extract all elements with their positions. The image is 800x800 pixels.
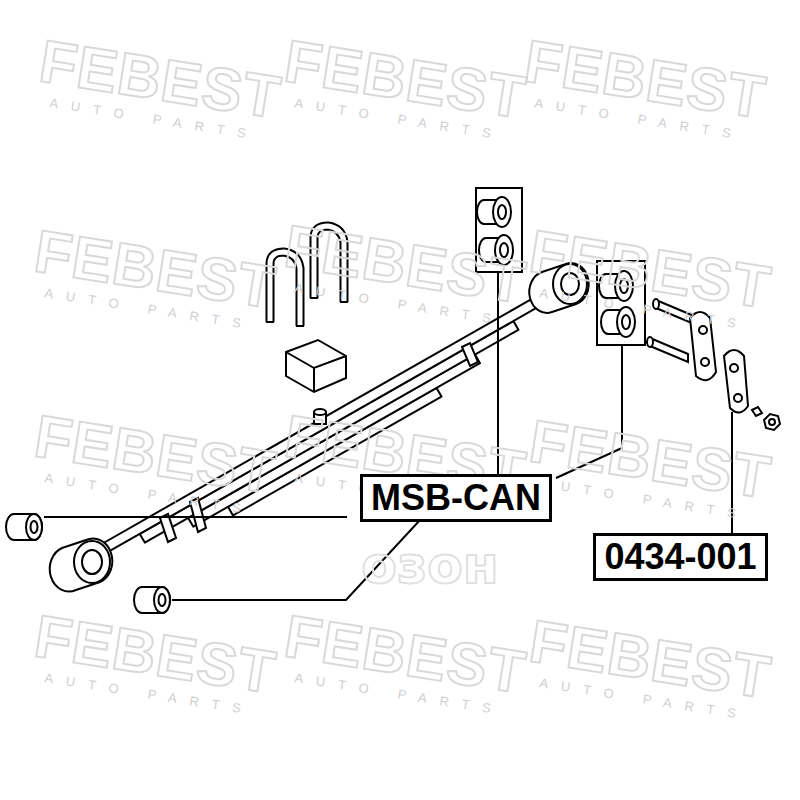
watermark-logo: FEBEST xyxy=(35,29,285,130)
watermark-subtitle: AUTO PARTS xyxy=(523,283,765,337)
watermark-logo: FEBEST xyxy=(280,604,530,705)
watermark-subtitle: AUTO PARTS xyxy=(28,283,270,337)
watermark-logo: FEBEST xyxy=(280,29,530,130)
watermark-logo: FEBEST xyxy=(280,214,530,315)
shackle-assembly xyxy=(647,299,780,430)
watermark-subtitle: AUTO PARTS xyxy=(523,673,765,727)
watermark-subtitle: AUTO PARTS xyxy=(523,473,765,527)
watermark-group: FEBESTAUTO PARTS xyxy=(518,29,770,146)
watermark-logo: FEBEST xyxy=(30,404,280,505)
center-bolt xyxy=(314,409,326,424)
watermark-subtitle: AUTO PARTS xyxy=(33,93,275,147)
watermark-group: FEBESTAUTO PARTS xyxy=(33,29,285,146)
watermark-logo: FEBEST xyxy=(525,609,775,710)
spring-pad xyxy=(286,340,346,392)
spring-eye-rear xyxy=(529,263,588,313)
part-number-box: MSB-CAN xyxy=(360,474,552,522)
part-number: MSB-CAN xyxy=(371,480,541,516)
watermark-subtitle: AUTO PARTS xyxy=(278,668,520,722)
u-bolts xyxy=(266,226,348,326)
watermark-subtitle: AUTO PARTS xyxy=(28,668,270,722)
watermark-subtitle: AUTO PARTS xyxy=(278,278,520,332)
part-number-box: 0434-001 xyxy=(593,533,768,581)
spring-leaves xyxy=(100,280,570,554)
watermark-logo: FEBEST xyxy=(520,29,770,130)
spring-eye-front xyxy=(50,538,113,591)
watermark-subtitle: AUTO PARTS xyxy=(278,93,520,147)
watermark-subtitle: AUTO PARTS xyxy=(518,93,760,147)
watermark-group: FEBESTAUTO PARTS xyxy=(278,214,530,331)
watermark-group: FEBESTAUTO PARTS xyxy=(523,219,775,336)
watermark-group: FEBESTAUTO PARTS xyxy=(28,404,280,521)
watermark-logo: FEBEST xyxy=(525,409,775,510)
watermark-logo: FEBEST xyxy=(525,219,775,320)
watermark-group: FEBESTAUTO PARTS xyxy=(28,604,280,721)
part-number: 0434-001 xyxy=(604,539,756,575)
watermark-logo: FEBEST xyxy=(30,219,280,320)
part-frames xyxy=(476,188,645,345)
watermark-group: FEBESTAUTO PARTS xyxy=(28,219,280,336)
watermark-logo: озон xyxy=(361,535,499,595)
watermark-group: FEBESTAUTO PARTS xyxy=(278,29,530,146)
watermark-group: FEBESTAUTO PARTS xyxy=(523,609,775,726)
watermark-subtitle: AUTO PARTS xyxy=(28,468,270,522)
watermark-group: FEBESTAUTO PARTS xyxy=(278,604,530,721)
watermark-logo: FEBEST xyxy=(30,604,280,705)
watermark-group: FEBESTAUTO PARTS xyxy=(523,409,775,526)
